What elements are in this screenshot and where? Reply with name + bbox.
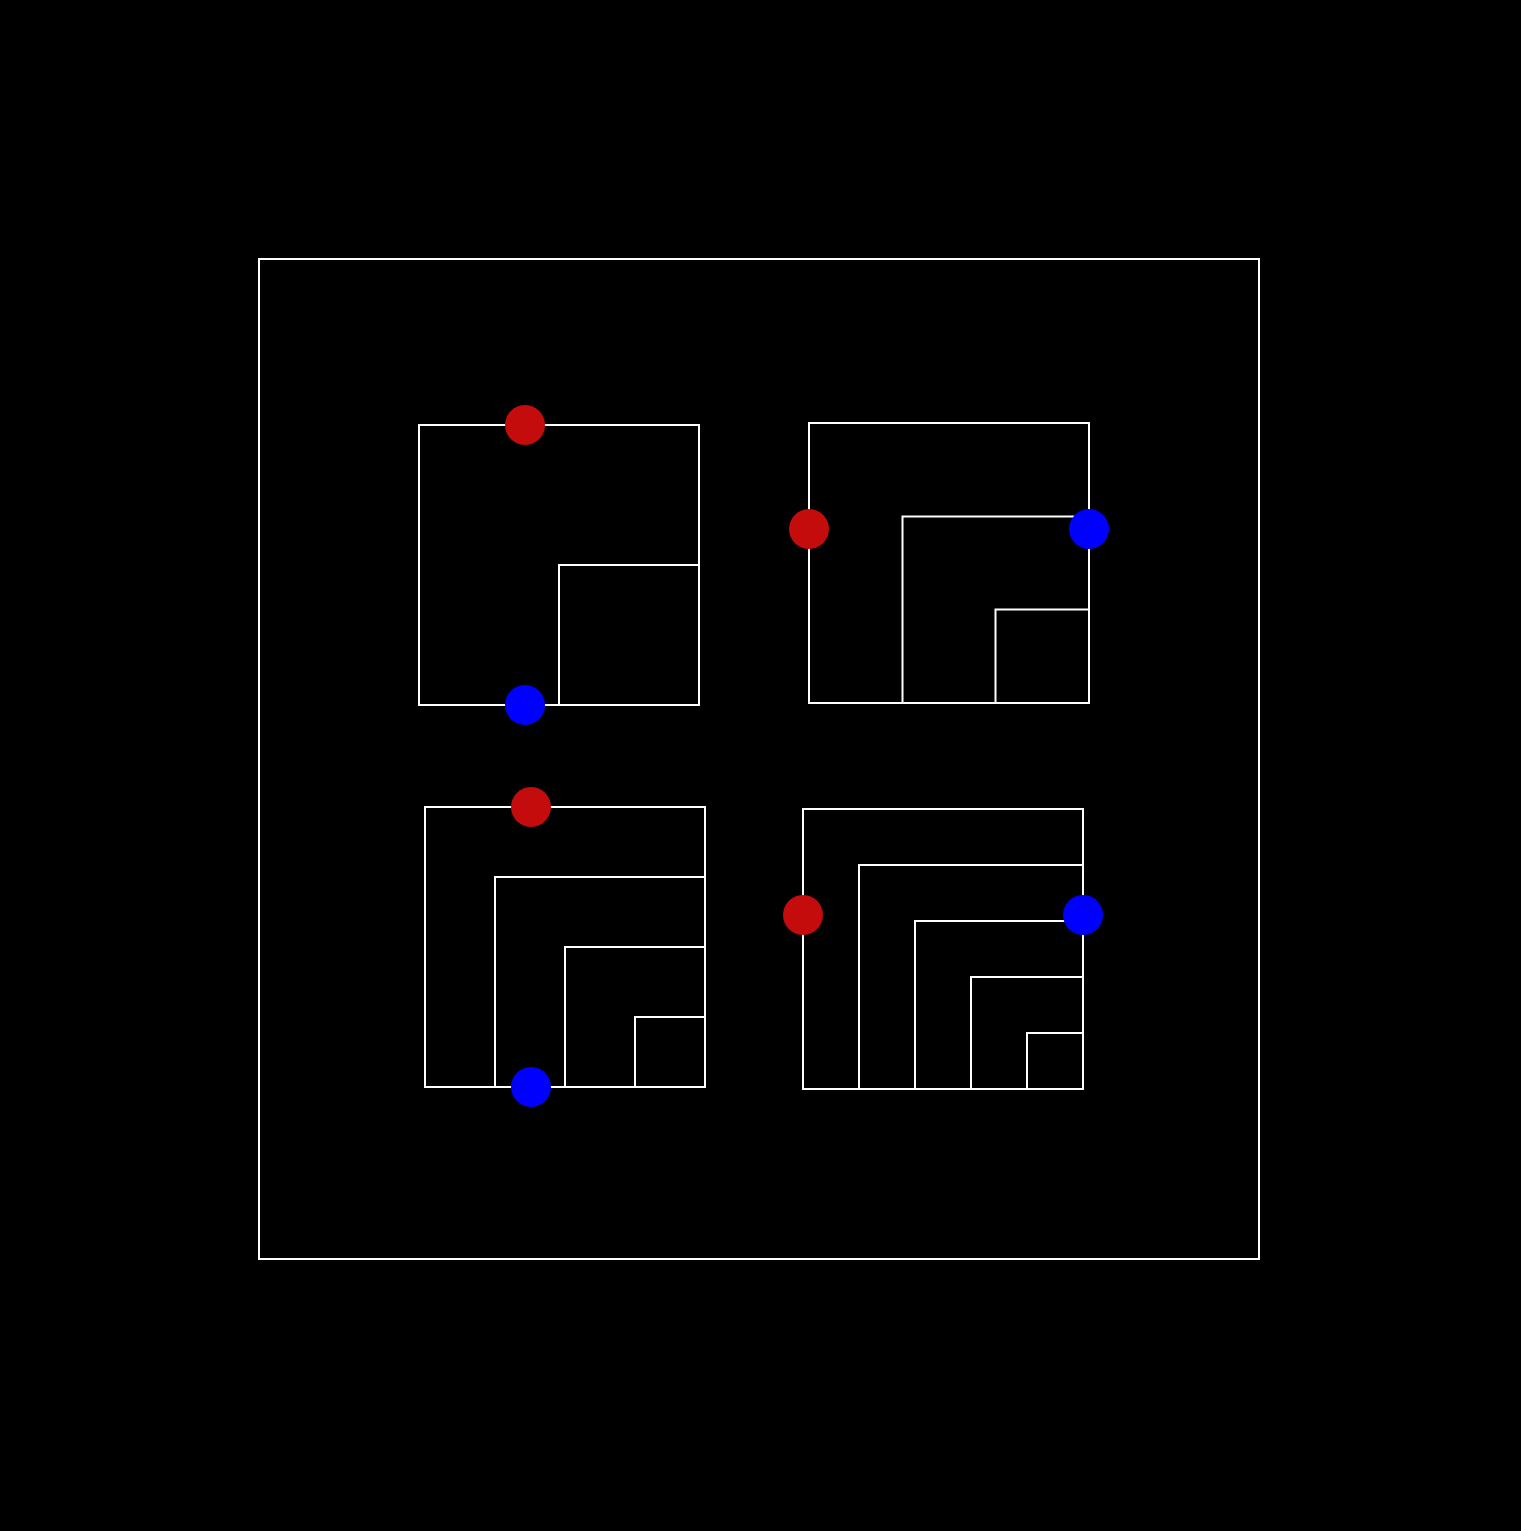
start-marker	[789, 509, 829, 549]
end-marker	[1069, 509, 1109, 549]
puzzle-bottom-right	[783, 808, 1103, 1090]
outer-frame	[258, 258, 1260, 1260]
nested-square-5	[1026, 1032, 1084, 1090]
start-marker	[783, 895, 823, 935]
puzzle-top-right	[789, 422, 1109, 705]
nested-square-2	[494, 876, 706, 1088]
nested-square-3	[994, 608, 1091, 705]
nested-square-3	[914, 920, 1084, 1090]
nested-square-4	[634, 1016, 706, 1088]
puzzle-layer	[418, 405, 1109, 1107]
end-marker	[1063, 895, 1103, 935]
nested-square-1	[802, 808, 1084, 1090]
puzzle-bottom-left	[424, 787, 706, 1107]
puzzle-top-left	[418, 405, 700, 725]
nested-square-1	[808, 422, 1090, 704]
start-marker	[511, 787, 551, 827]
nested-square-2	[558, 564, 700, 706]
start-marker	[505, 405, 545, 445]
end-marker	[505, 685, 545, 725]
end-marker	[511, 1067, 551, 1107]
